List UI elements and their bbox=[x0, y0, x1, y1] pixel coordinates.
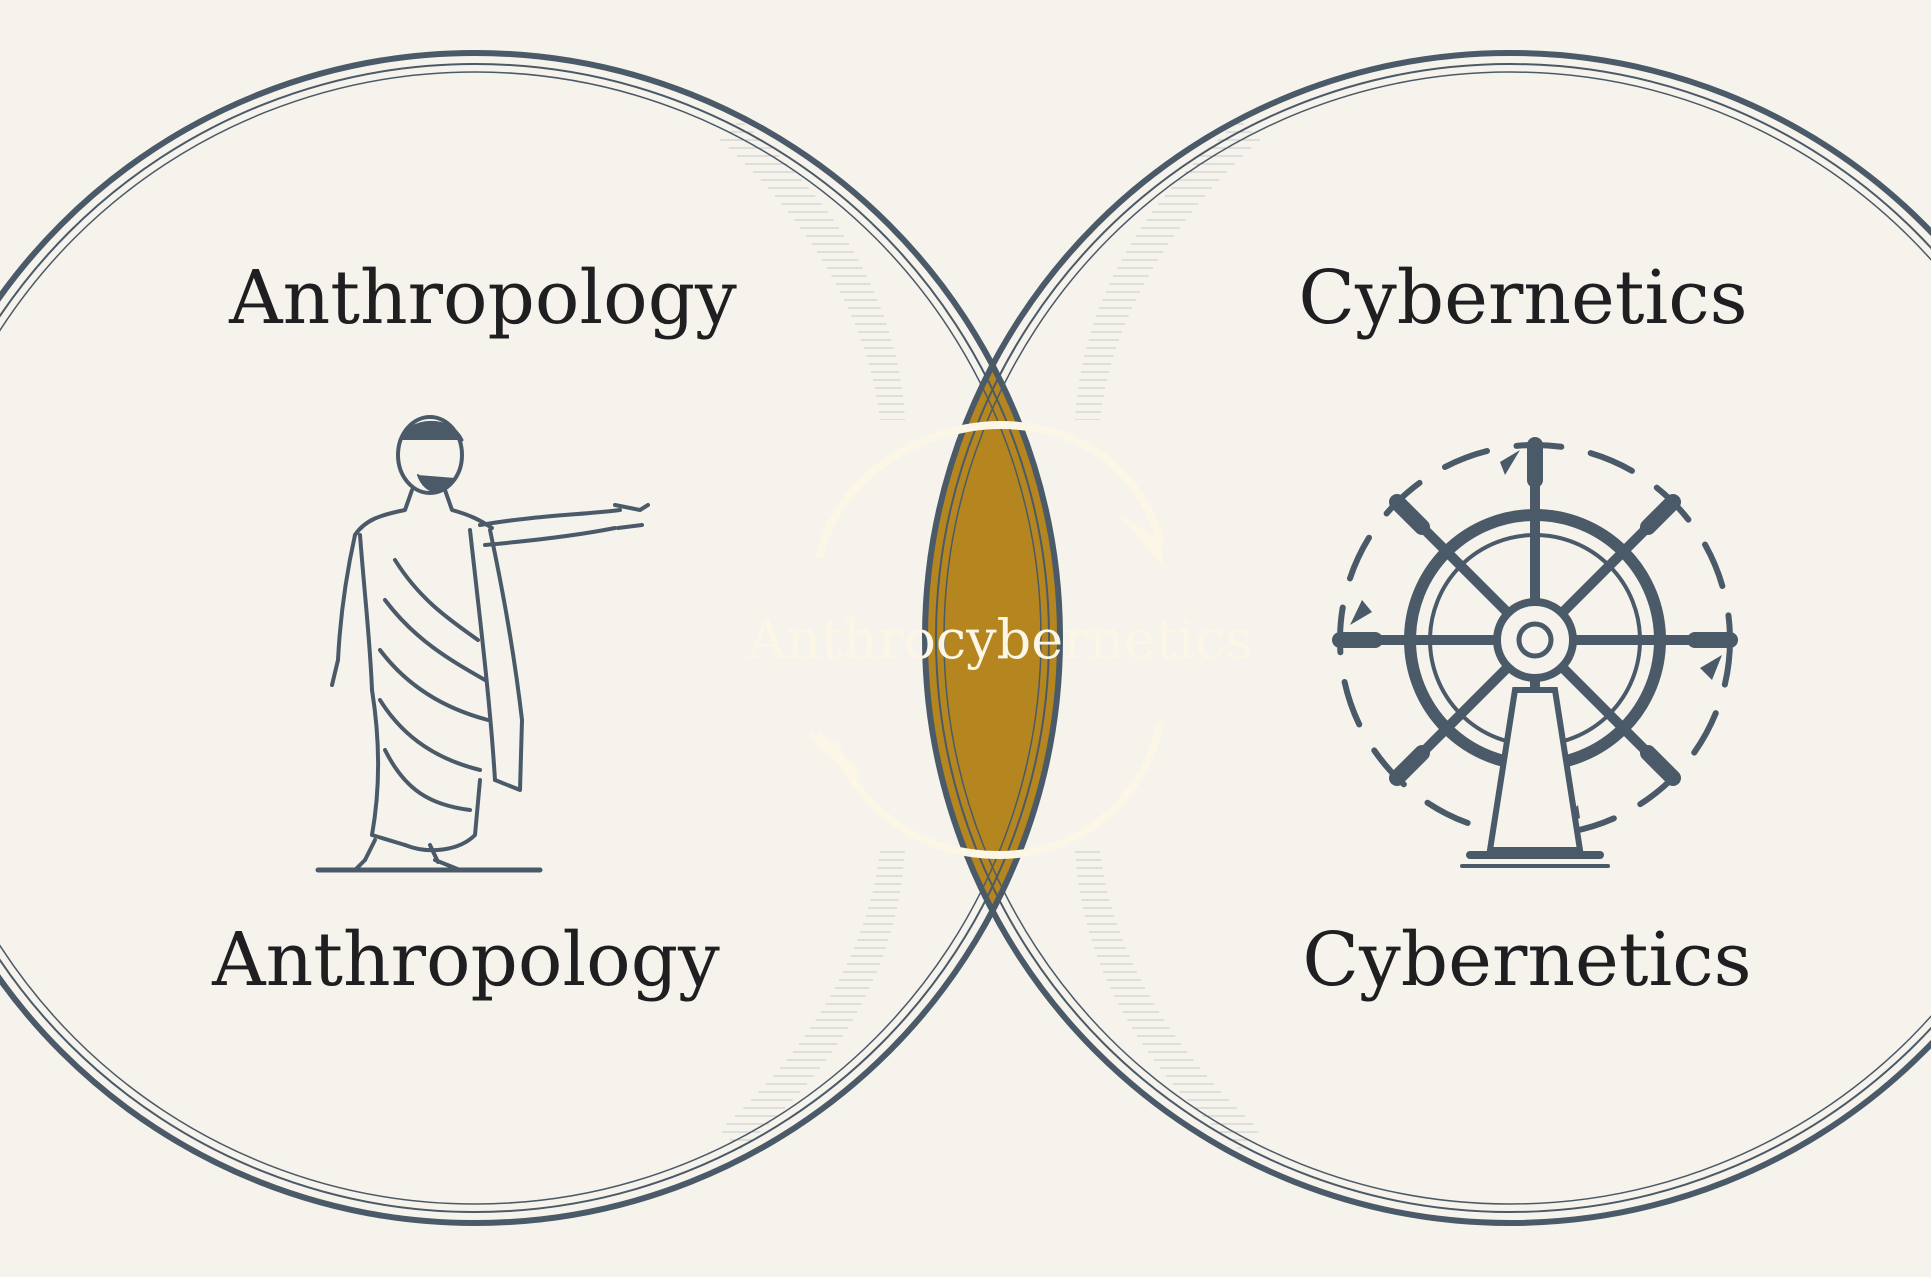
toga-figure-icon bbox=[315, 415, 650, 873]
right-caption: Cybernetics bbox=[1302, 917, 1751, 1003]
right-circle bbox=[922, 50, 1931, 1226]
ship-wheel-icon bbox=[1332, 437, 1738, 868]
hatch-shading bbox=[720, 120, 1260, 1150]
left-circle bbox=[0, 50, 1063, 1226]
left-caption: Anthropology bbox=[211, 917, 720, 1003]
feedback-cycle-icon bbox=[809, 420, 1165, 860]
right-title: Cybernetics bbox=[1298, 255, 1747, 341]
center-label: Anthrocybernetics bbox=[746, 608, 1252, 671]
left-title: Anthropology bbox=[228, 255, 737, 341]
